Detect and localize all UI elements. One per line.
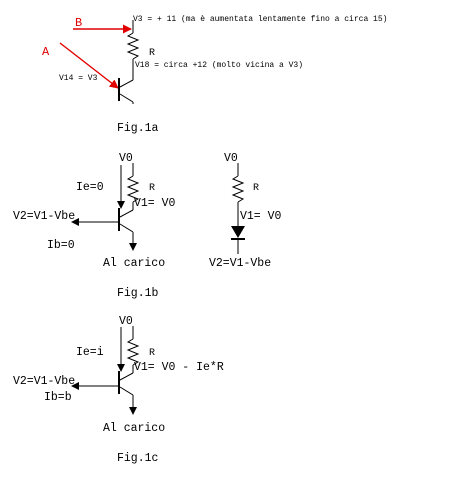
ie-label: Ie=0 — [76, 181, 104, 194]
transistor-collector — [119, 372, 134, 381]
load-label: Al carico — [103, 257, 165, 270]
v14-label: V14 = V3 — [59, 74, 98, 83]
ie-label: Ie=i — [76, 346, 104, 359]
transistor-emitter — [119, 93, 134, 103]
transistor-emitter — [119, 386, 134, 396]
resistor — [126, 338, 140, 366]
v18-label: V18 = circa +12 (molto vicina a V3) — [135, 61, 303, 70]
label-a: A — [42, 45, 50, 59]
v0-label: V0 — [119, 152, 133, 165]
fig1b-transistor-circuit: V0 Ie=0 R V1= V0 V2=V1-Vbe Ib=0 Al caric… — [13, 152, 176, 270]
resistor — [126, 175, 140, 203]
transistor-collector — [119, 79, 134, 88]
r-label: R — [149, 348, 155, 359]
load-label: Al carico — [103, 422, 165, 435]
transistor-collector — [119, 209, 134, 218]
r-label: R — [149, 183, 155, 194]
r-label: R — [149, 48, 155, 59]
v2-label: V2=V1-Vbe — [13, 375, 75, 388]
fig1a: B A V3 = + 11 (ma è aumentata lentamente… — [42, 15, 387, 135]
label-b: B — [75, 16, 82, 30]
v2-label: V2=V1-Vbe — [13, 210, 75, 223]
fig1c-caption: Fig.1c — [117, 452, 159, 465]
v3-label: V3 = + 11 (ma è aumentata lentamente fin… — [133, 15, 387, 24]
v1-label: V1= V0 - Ie*R — [134, 361, 224, 374]
fig1c: V0 Ie=i R V1= V0 - Ie*R V2=V1-Vbe Ib=b A… — [13, 315, 224, 465]
resistor — [126, 32, 140, 60]
arrow-a — [59, 42, 119, 89]
fig1b-caption: Fig.1b — [117, 287, 159, 300]
fig1a-caption: Fig.1a — [117, 122, 159, 135]
fig1b-diode-circuit: V0 R V1= V0 V2=V1-Vbe — [209, 152, 282, 270]
r-label-right: R — [253, 183, 259, 194]
resistor — [231, 175, 245, 203]
diode — [231, 226, 245, 238]
v0-label: V0 — [119, 315, 133, 328]
v1-label-right: V1= V0 — [240, 210, 282, 223]
ib-label: Ib=b — [44, 391, 72, 404]
v1-label: V1= V0 — [134, 197, 176, 210]
transistor-emitter — [119, 223, 134, 233]
v0-label-right: V0 — [224, 152, 238, 165]
v2-label-right: V2=V1-Vbe — [209, 257, 271, 270]
ib-label: Ib=0 — [47, 239, 75, 252]
